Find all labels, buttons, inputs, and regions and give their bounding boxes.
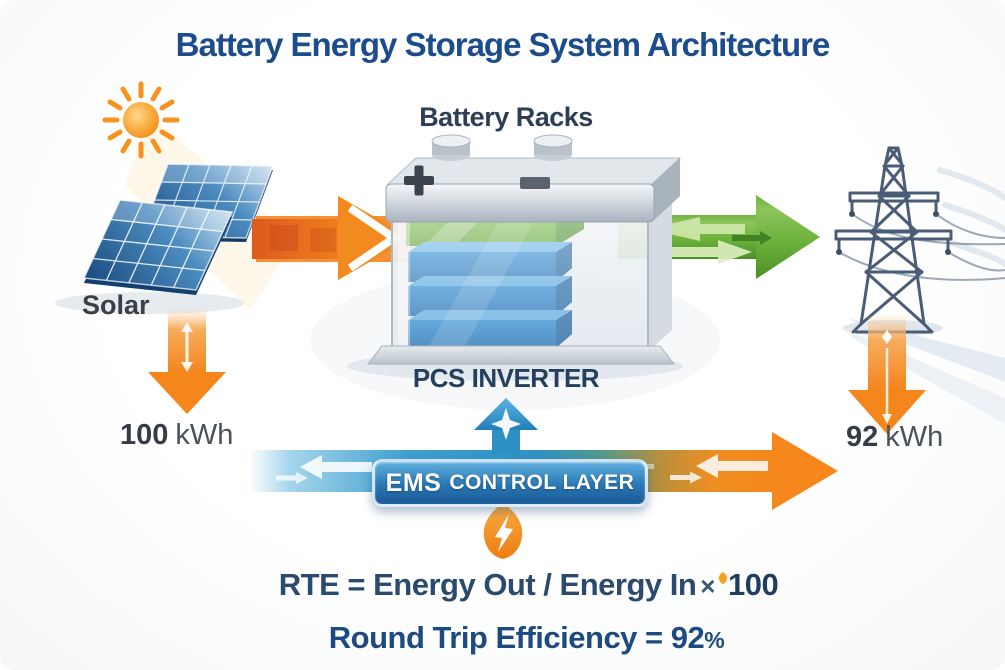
rte-multiplier: 100 — [727, 567, 779, 602]
band-small-right-arrow2-icon — [670, 471, 702, 484]
grid-output-arrow-icon — [848, 316, 926, 434]
solar-panels-icon — [84, 164, 273, 295]
ems-badge-secondary-label: CONTROL LAYER — [449, 471, 635, 494]
diagram-title: Battery Energy Storage System Architectu… — [175, 26, 831, 63]
battery-icon — [366, 134, 682, 365]
energy-in-number: 100 — [120, 419, 169, 451]
solar-input-arrow-icon — [148, 310, 226, 414]
rte-summary-label: Round Trip Efficiency = 92 — [328, 620, 705, 655]
battery-vent-icon — [520, 177, 550, 189]
grid-tower-icon — [834, 146, 1005, 334]
percent-sign: % — [704, 627, 725, 653]
battery-racks-label: Battery Racks — [419, 102, 593, 132]
solar-to-battery-arrow — [252, 196, 414, 280]
rte-formula: RTE = Energy Out / Energy In× 100 — [26, 567, 1005, 603]
green-left-arrow-icon — [648, 217, 745, 241]
energy-in-unit: kWh — [175, 419, 234, 451]
green-small-arrow-icon — [732, 231, 772, 245]
plus-icon — [404, 165, 434, 196]
ems-up-arrow-icon — [474, 398, 538, 454]
sun-icon — [102, 81, 180, 159]
band-left-arrow2-icon — [696, 454, 768, 478]
rte-summary: Round Trip Efficiency = 92% — [24, 620, 1005, 656]
ems-badge-primary-label: EMS — [385, 468, 442, 497]
lightning-icon — [483, 503, 523, 559]
battery-terminal-icon — [533, 134, 573, 161]
sparkle-icon — [491, 408, 521, 440]
energy-out-unit: kWh — [885, 421, 944, 453]
green-right-arrow-icon — [662, 240, 752, 264]
rte-expression: RTE = Energy Out / Energy In — [278, 567, 697, 602]
pcs-inverter-label: PCS INVERTER — [412, 363, 600, 393]
energy-out-number: 92 — [846, 421, 879, 453]
ems-control-layer-badge: EMS CONTROL LAYER — [372, 459, 648, 507]
band-left-arrow-icon — [300, 455, 372, 479]
multiply-operator: × — [700, 571, 715, 601]
solar-label: Solar — [82, 290, 150, 320]
battery-terminal-icon — [431, 134, 471, 161]
band-small-right-arrow-icon — [276, 472, 308, 484]
